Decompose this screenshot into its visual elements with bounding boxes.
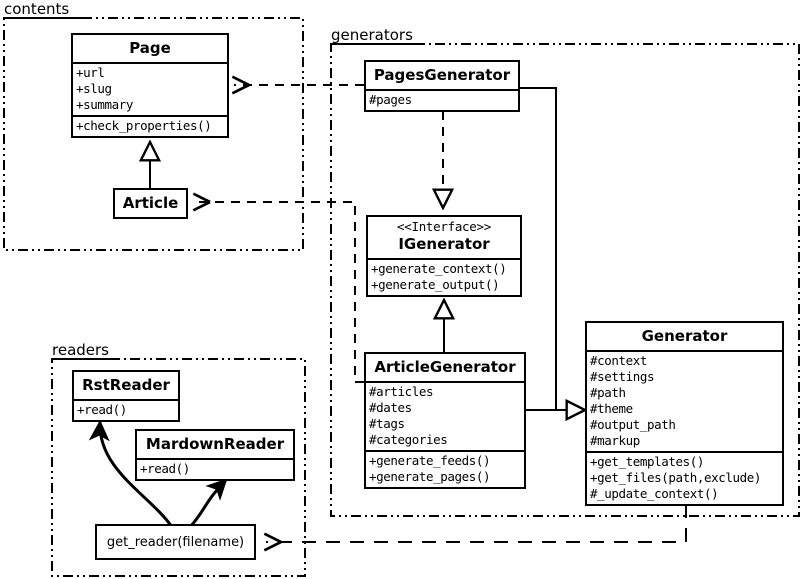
class-name-mardownreader: MardownReader [137, 431, 293, 460]
class-box-rstreader[interactable]: RstReader +read() [72, 370, 180, 422]
class-box-page[interactable]: Page +url +slug +summary +check_properti… [71, 33, 229, 138]
attribute-row: +url [76, 65, 105, 80]
class-name-text-igenerator: IGenerator [398, 234, 490, 253]
package-label-generators: generators [331, 26, 413, 44]
package-label-readers: readers [52, 341, 109, 359]
relation-generators-extend-generator [520, 87, 585, 410]
attribute-row: #pages [369, 92, 412, 107]
attribute-row: +slug [76, 81, 112, 96]
class-box-igenerator[interactable]: <<Interface>> IGenerator +generate_conte… [366, 215, 522, 297]
class-methods-articlegenerator: +generate_feeds() +generate_pages() [366, 452, 524, 487]
class-box-articlegenerator[interactable]: ArticleGenerator #articles #dates #tags … [364, 352, 526, 489]
class-name-rstreader: RstReader [74, 372, 178, 401]
class-attributes-pagesgenerator: #pages [366, 91, 518, 110]
class-name-page: Page [73, 35, 227, 64]
method-row: +read() [77, 402, 127, 417]
class-attributes-page: +url +slug +summary [73, 64, 227, 117]
attribute-row: #theme [590, 401, 633, 416]
method-row: +generate_pages() [369, 469, 491, 484]
relation-articlegenerator-uses-article [192, 192, 364, 383]
method-row: +read() [140, 461, 190, 476]
attribute-row: #output_path [590, 417, 676, 432]
method-row: #_update_context() [590, 486, 719, 501]
method-row: +get_files(path,exclude) [590, 470, 762, 485]
class-box-pagesgenerator[interactable]: PagesGenerator #pages [364, 60, 520, 112]
attribute-row: #tags [369, 416, 405, 431]
class-name-article: Article [122, 194, 179, 212]
function-name-get-reader: get_reader(filename) [106, 534, 245, 550]
method-row: +generate_output() [371, 276, 500, 292]
attribute-row: #settings [590, 369, 655, 384]
relation-get-reader-creates-mardownreader [188, 478, 228, 529]
attribute-row: #markup [590, 433, 640, 448]
class-methods-rstreader: +read() [74, 401, 178, 420]
class-box-article[interactable]: Article [113, 188, 188, 219]
attribute-row: #context [590, 353, 648, 368]
relation-generator-uses-get-reader [263, 504, 687, 552]
attribute-row: #categories [369, 432, 448, 447]
class-methods-generator: +get_templates() +get_files(path,exclude… [587, 453, 782, 504]
attribute-row: #articles [369, 384, 434, 399]
attribute-row: #dates [369, 400, 412, 415]
method-row: +generate_feeds() [369, 453, 491, 468]
class-name-igenerator: <<Interface>> IGenerator [368, 217, 520, 260]
method-row: +get_templates() [590, 454, 705, 469]
class-name-articlegenerator: ArticleGenerator [366, 354, 524, 383]
class-box-generator[interactable]: Generator #context #settings #path #them… [585, 321, 784, 506]
method-row: +generate_context() [371, 260, 507, 276]
function-box-get-reader[interactable]: get_reader(filename) [95, 524, 256, 560]
class-methods-page: +check_properties() [73, 117, 227, 136]
class-name-generator: Generator [587, 323, 782, 352]
class-methods-mardownreader: +read() [137, 460, 293, 479]
class-attributes-articlegenerator: #articles #dates #tags #categories [366, 383, 524, 452]
attribute-row: #path [590, 385, 626, 400]
class-box-mardownreader[interactable]: MardownReader +read() [135, 429, 295, 481]
class-stereotype-igenerator: <<Interface>> [397, 219, 491, 234]
class-methods-igenerator: +generate_context() +generate_output() [368, 260, 520, 295]
attribute-row: +summary [76, 97, 134, 112]
package-label-contents: contents [4, 0, 70, 18]
class-name-pagesgenerator: PagesGenerator [366, 62, 518, 91]
method-row: +check_properties() [76, 118, 212, 133]
class-attributes-generator: #context #settings #path #theme #output_… [587, 352, 782, 453]
